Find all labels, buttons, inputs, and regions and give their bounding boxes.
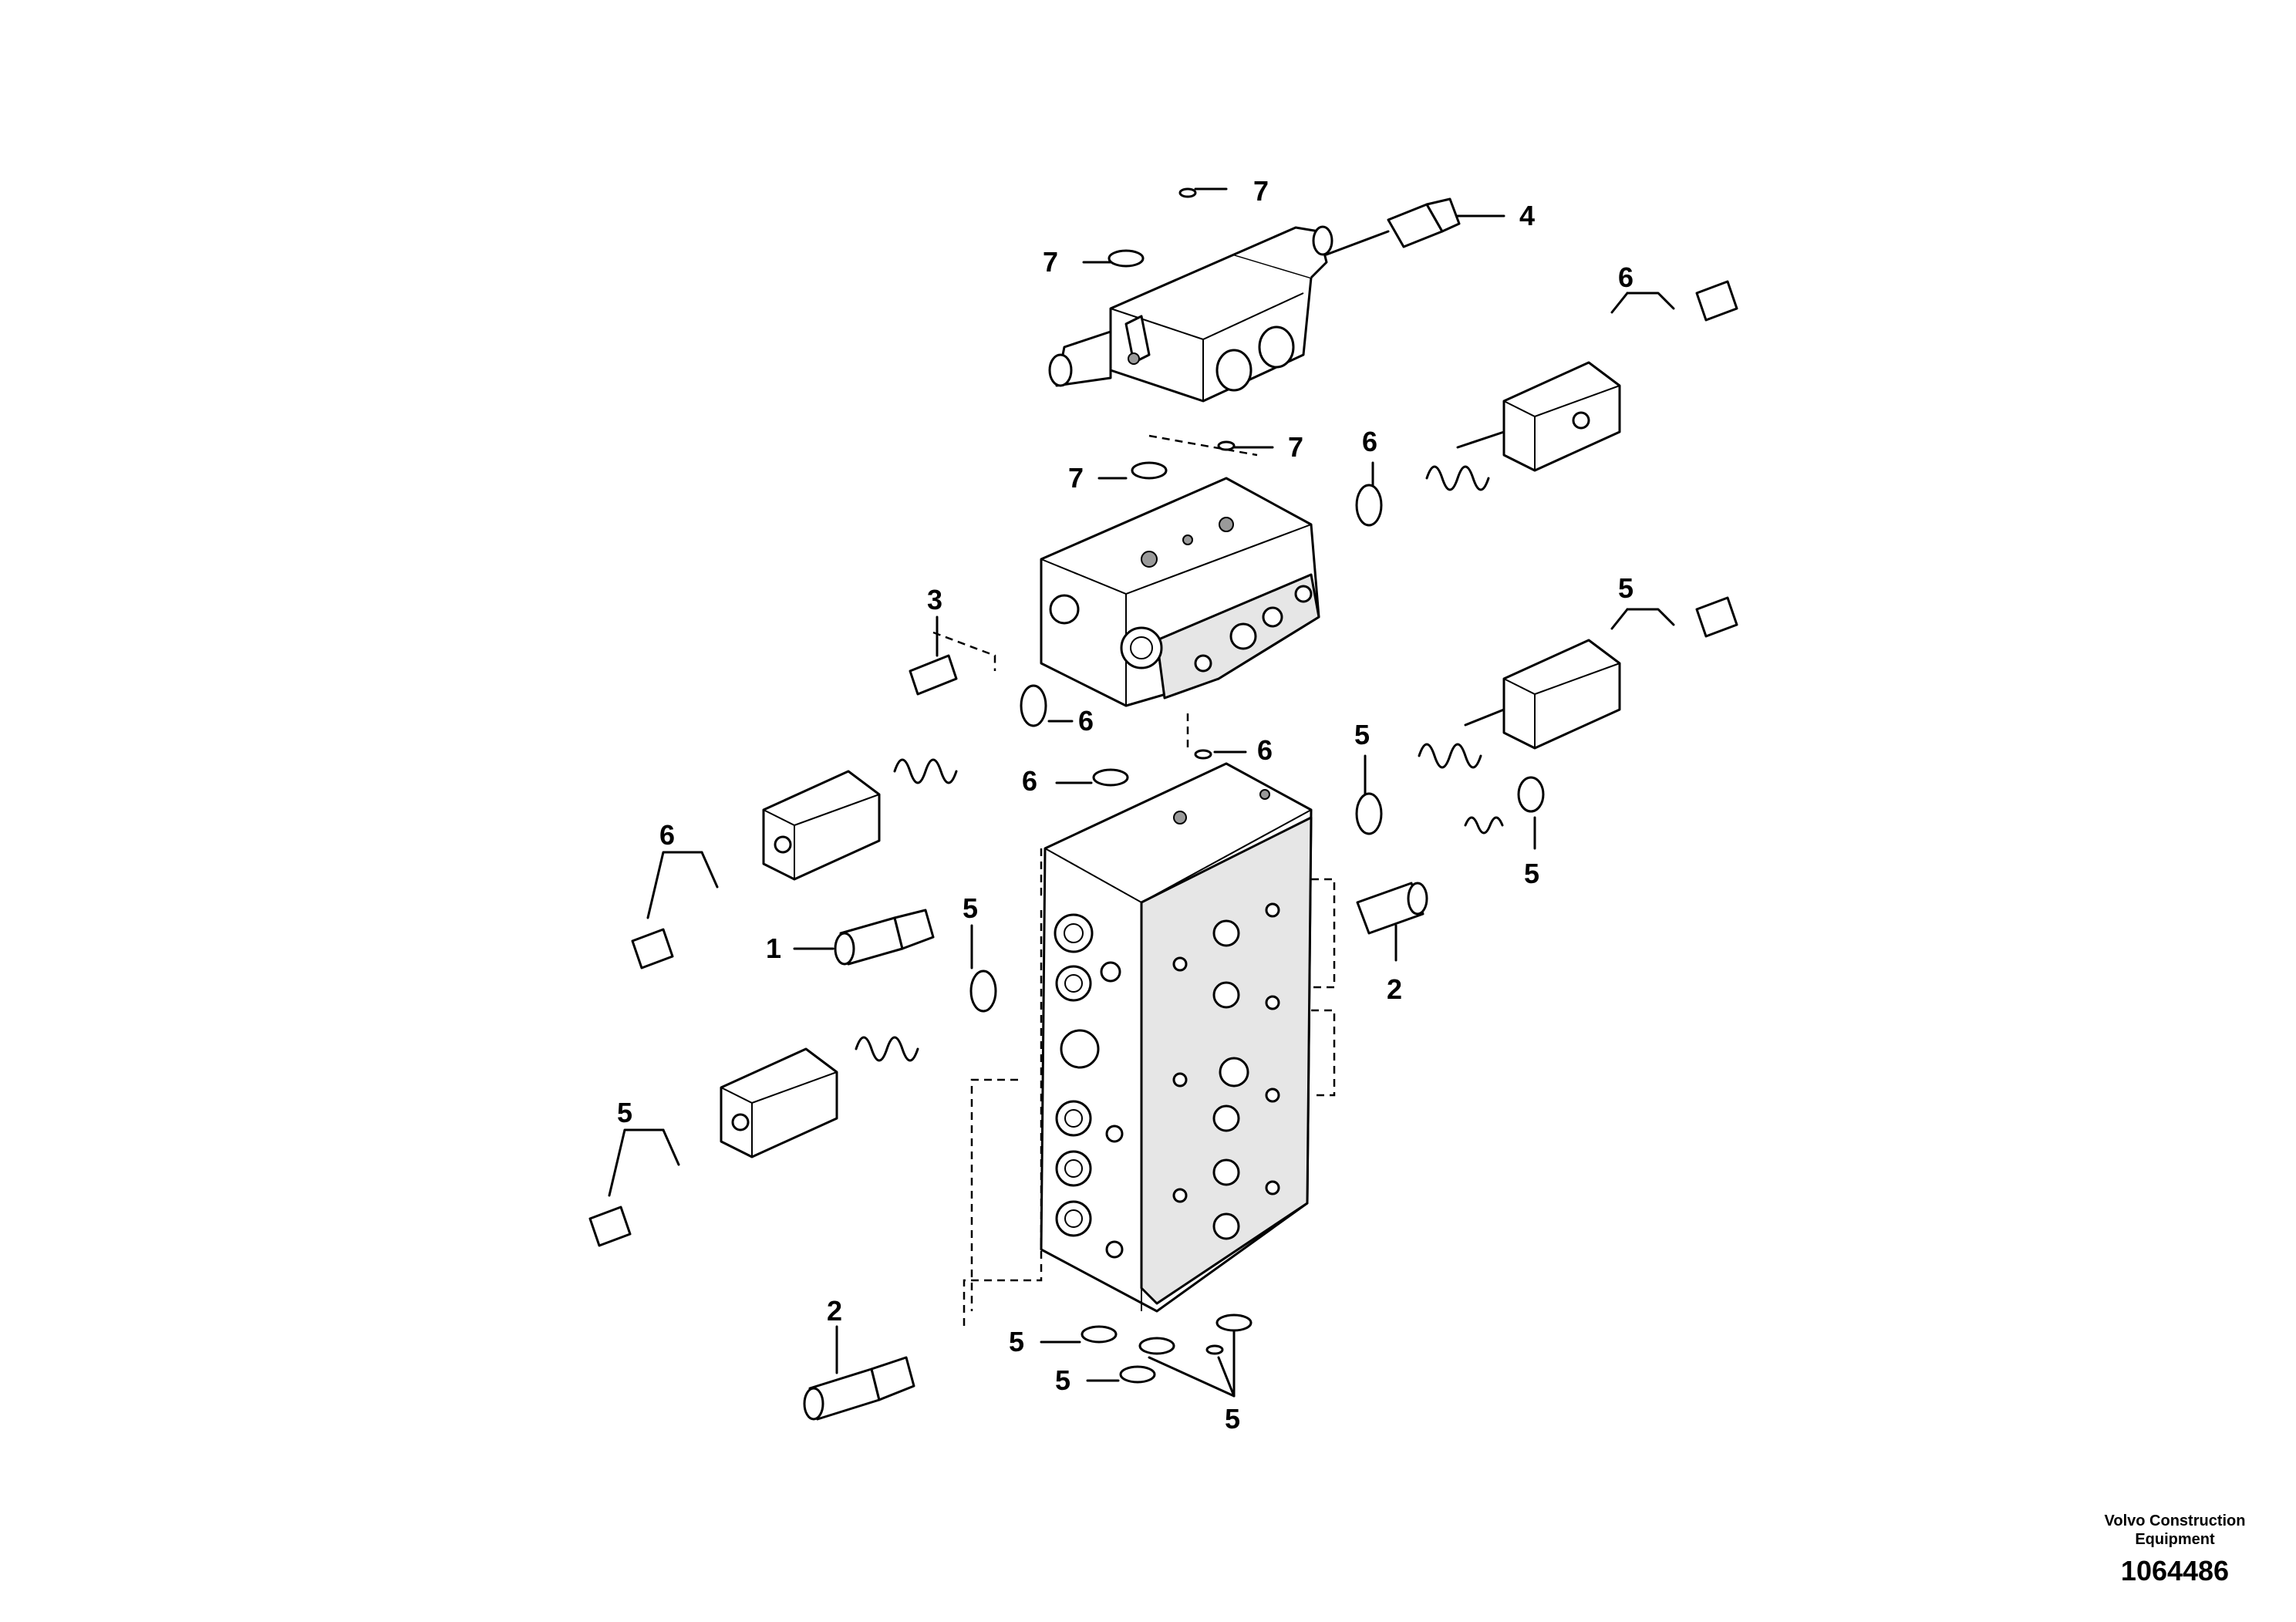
springs [855, 465, 1504, 1062]
main-valve-block [1040, 762, 1313, 1313]
assembly-dashed-lines [932, 434, 1336, 1327]
callout-6-mid: 6 [1078, 705, 1094, 737]
callout-5-bottom-3: 5 [1225, 1403, 1240, 1435]
callout-5-far-left: 5 [617, 1097, 632, 1128]
end-caps-left [588, 928, 674, 1247]
right-spool-cap-lower [1464, 639, 1621, 750]
callout-3: 3 [927, 584, 942, 615]
callout-7-right: 7 [1288, 431, 1303, 463]
pressure-sensor-1 [834, 909, 935, 966]
callout-6-far-left: 6 [659, 819, 675, 851]
right-spool-cap-upper [1456, 361, 1621, 472]
top-relief-valve-housing [1048, 225, 1333, 403]
callout-6-left: 6 [1022, 765, 1037, 797]
callout-6-center: 6 [1257, 734, 1273, 766]
left-spool-cap-upper [762, 770, 881, 881]
pressure-sensor-2-lower [803, 1356, 915, 1421]
sensor-3 [909, 654, 958, 696]
upper-valve-section [1040, 477, 1320, 707]
callout-5-right: 5 [1354, 719, 1370, 750]
callout-7-top: 7 [1253, 175, 1269, 207]
callout-5-bottom-1: 5 [1009, 1326, 1024, 1357]
drawing-number: 1064486 [2120, 1555, 2230, 1587]
footer-block: Volvo Construction Equipment 1064486 [2082, 1512, 2267, 1589]
callout-7-lower: 7 [1068, 462, 1084, 494]
callout-5-far-right: 5 [1524, 858, 1539, 889]
left-spool-cap-lower [720, 1047, 838, 1158]
callout-2-lower: 2 [827, 1295, 842, 1327]
callout-5-left: 5 [963, 892, 978, 924]
callout-5-top-right: 5 [1618, 572, 1633, 604]
company-name-line2: Equipment [2135, 1531, 2215, 1548]
callout-6-upper: 6 [1362, 426, 1377, 457]
callout-6-top-right: 6 [1618, 261, 1633, 293]
callout-1: 1 [766, 932, 781, 964]
leader-lines [608, 187, 1675, 1398]
callout-5-bottom-2: 5 [1055, 1364, 1070, 1396]
callout-2-right: 2 [1387, 973, 1402, 1005]
pressure-sensor-2-right [1356, 882, 1428, 935]
o-rings [969, 187, 1545, 1384]
pressure-sensor-4 [1325, 197, 1461, 256]
callout-labels: 7 7 4 7 7 6 6 3 6 6 6 5 5 5 6 1 5 2 5 2 … [617, 175, 1633, 1435]
callout-7-left: 7 [1043, 246, 1058, 278]
end-caps-right [1695, 280, 1738, 638]
company-name-line1: Volvo Construction [2104, 1512, 2246, 1529]
callout-4: 4 [1519, 200, 1535, 231]
